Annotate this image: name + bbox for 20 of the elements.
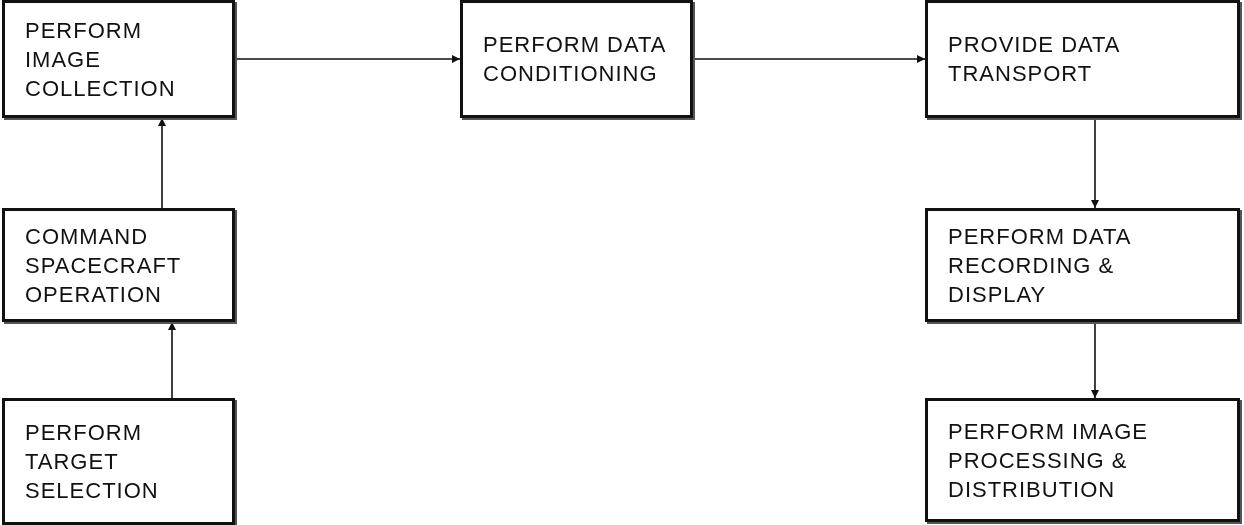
arrow [692,55,926,63]
arrow [1091,117,1099,209]
process-box [2,0,235,118]
box-label: PERFORM IMAGE PROCESSING & DISTRIBUTION [948,417,1149,504]
arrow [158,117,166,209]
process-box [2,398,235,525]
process-box [2,208,235,322]
box-label: COMMAND SPACECRAFT OPERATION [25,222,182,309]
process-box [925,208,1240,322]
box-label: PERFORM DATA CONDITIONING [483,31,667,88]
box-label: PROVIDE DATA TRANSPORT [948,31,1121,88]
box-label: PERFORM DATA RECORDING & DISPLAY [948,222,1132,309]
process-box [925,398,1240,522]
process-box [925,0,1240,118]
arrow [168,321,176,399]
arrow [234,55,461,63]
box-label: PERFORM TARGET SELECTION [25,419,160,505]
box-label: PERFORM IMAGE COLLECTION [25,16,177,103]
arrow [1091,321,1099,399]
process-box [460,0,693,118]
